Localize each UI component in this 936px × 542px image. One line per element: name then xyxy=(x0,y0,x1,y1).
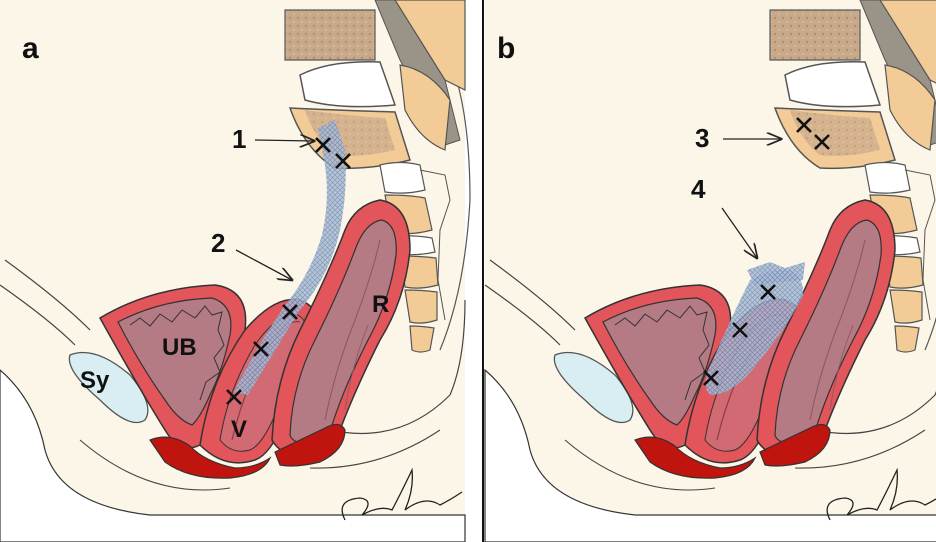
marker-4-label: 4 xyxy=(691,174,706,204)
marker-1-label: 1 xyxy=(232,124,246,154)
panel-b: b 3 4 xyxy=(485,0,936,542)
panel-label-a: a xyxy=(22,32,39,65)
symphysis-label: Sy xyxy=(80,367,110,394)
marker-2-label: 2 xyxy=(211,228,225,258)
marker-3-label: 3 xyxy=(695,123,709,153)
panel-label-b: b xyxy=(497,32,515,65)
bladder-label: UB xyxy=(162,334,197,361)
rectum-label: R xyxy=(372,291,389,318)
panel-a: a 1 2 UB Sy V R xyxy=(0,0,470,542)
vagina-label: V xyxy=(231,416,247,443)
